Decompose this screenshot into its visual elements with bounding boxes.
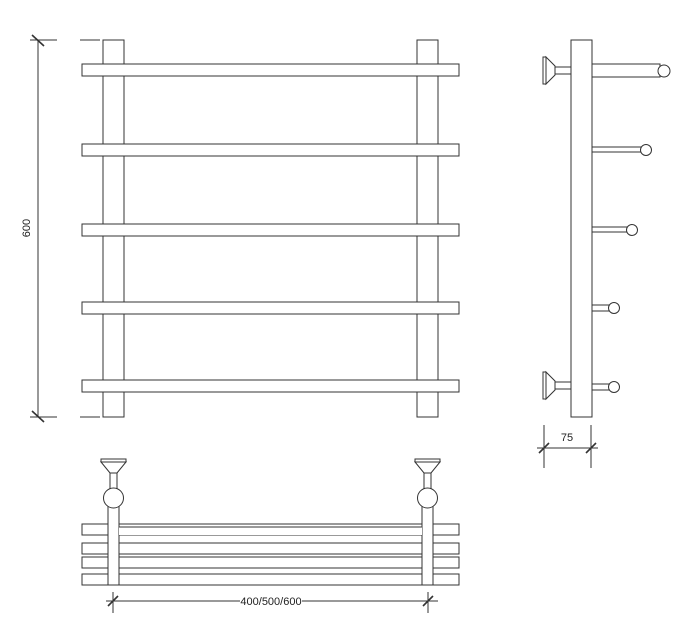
side-bar — [591, 63, 661, 78]
rail-bar — [81, 63, 460, 77]
top-bar — [81, 542, 460, 555]
rail-bar — [81, 143, 460, 157]
wall-mount — [99, 458, 128, 509]
wall-mount — [542, 370, 572, 401]
rail-bar — [81, 301, 460, 315]
rail-bar — [81, 223, 460, 237]
top-bar — [81, 556, 460, 569]
top-post — [421, 499, 434, 586]
top-view: 400/500/600 — [81, 458, 460, 613]
side-bar — [591, 146, 642, 153]
wall-mount — [413, 458, 442, 509]
height-dimension: 600 — [21, 34, 100, 423]
side-bar — [591, 304, 611, 312]
side-post — [570, 39, 593, 418]
side-view: 75 — [537, 39, 671, 468]
height-dimension-label: 600 — [21, 219, 33, 237]
front-view: 600 — [21, 34, 460, 423]
width-dimension-label: 400/500/600 — [240, 596, 301, 608]
top-bar — [81, 573, 460, 586]
top-post — [107, 499, 120, 586]
wall-mount — [542, 55, 572, 86]
depth-dimension-label: 75 — [561, 432, 573, 444]
rail-bar — [81, 379, 460, 393]
width-dimension: 400/500/600 — [106, 592, 438, 613]
side-bar — [591, 226, 629, 233]
side-bar — [591, 383, 611, 391]
depth-dimension: 75 — [537, 425, 598, 468]
